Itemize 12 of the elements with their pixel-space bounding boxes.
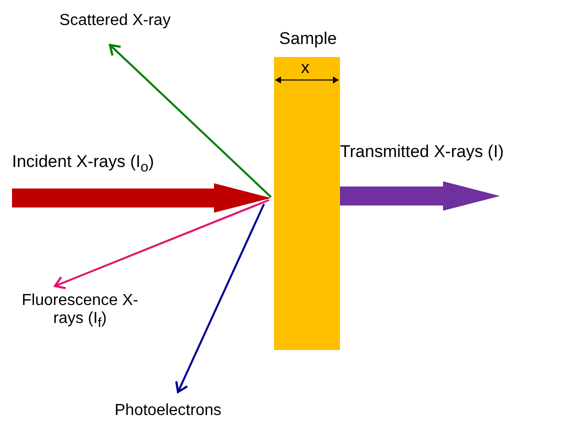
- ray-arrow: [54, 199, 270, 290]
- dimension-label: x: [301, 57, 310, 79]
- ray-arrow: [108, 44, 272, 198]
- ray-label: Photoelectrons: [78, 392, 258, 425]
- edge-label: Incident X-rays (I$_{o}$): [12, 151, 154, 178]
- beam-arrow: [12, 183, 271, 213]
- beam-arrow: [340, 181, 500, 211]
- edge-label: Transmitted X-rays (I): [340, 141, 504, 163]
- ray-arrow: [175, 204, 265, 394]
- ray-label: Scattered X-ray: [25, 12, 205, 45]
- sample-heading: Sample: [278, 28, 338, 50]
- ray-label: Fluorescence X-rays (I$_{f}$): [15, 286, 145, 348]
